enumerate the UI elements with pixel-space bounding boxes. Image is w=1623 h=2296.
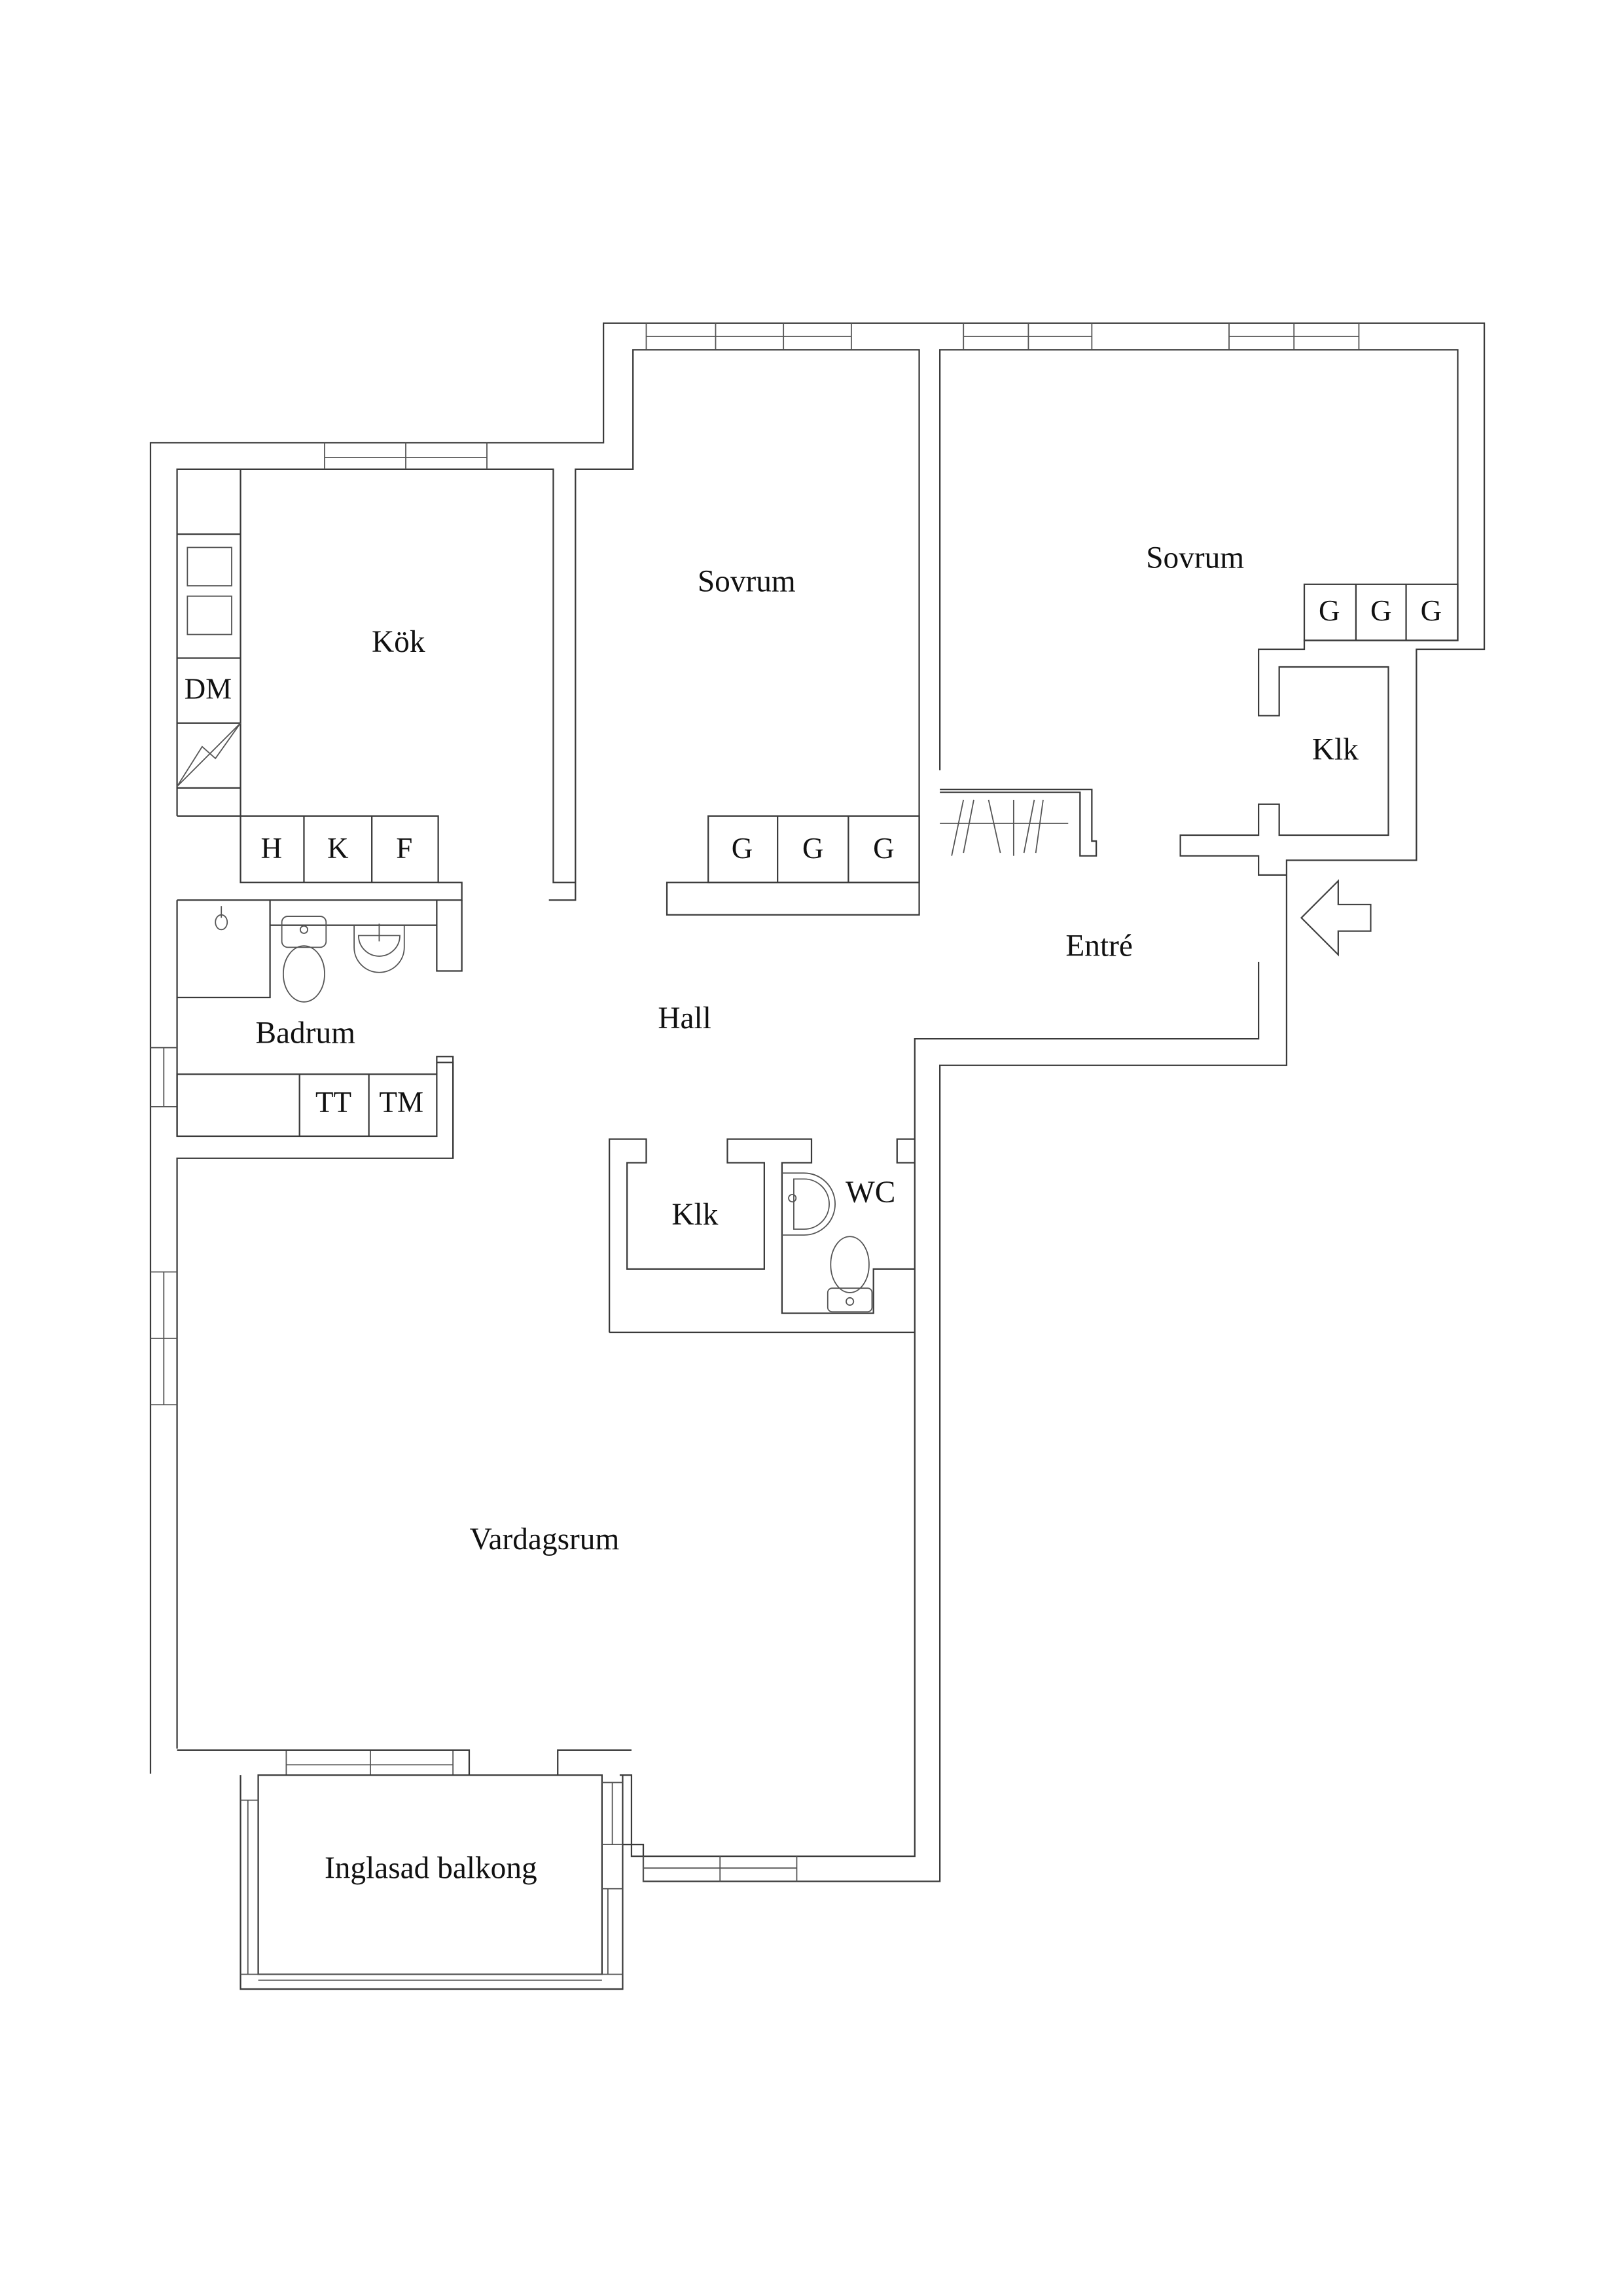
kitchen-fixtures <box>176 469 463 972</box>
room-label-klk-hall: Klk <box>671 1198 718 1232</box>
room-label-badrum: Badrum <box>255 1016 355 1050</box>
toilet-icon <box>281 916 327 1003</box>
room-label-sovrum-2: Sovrum <box>1146 541 1244 575</box>
room-label-entre: Entré <box>1065 929 1133 963</box>
room-label-kok: Kök <box>372 625 425 659</box>
fixture-kitchen-f: F <box>396 832 412 865</box>
shower-icon <box>177 900 271 999</box>
room-label-vardagsrum: Vardagsrum <box>470 1522 620 1556</box>
fixture-dishwasher: DM <box>185 673 232 706</box>
wardrobe-label: G <box>732 832 753 865</box>
room-label-klk-bedroom: Klk <box>1312 733 1359 767</box>
room-labels: Kök Sovrum Sovrum Klk Entré Hall Badrum … <box>185 541 1442 1886</box>
hall-closet-wc <box>609 1138 915 1333</box>
wardrobe-label: G <box>1319 594 1340 627</box>
wardrobe-label: G <box>873 832 895 865</box>
wardrobe-label: G <box>1421 594 1442 627</box>
wardrobe-label: G <box>802 832 824 865</box>
sink-icon <box>781 1172 836 1236</box>
coat-rack-icon <box>940 799 1069 856</box>
fixture-tumble-dryer: TT <box>315 1086 351 1119</box>
sink-icon <box>353 924 405 973</box>
fixture-kitchen-h: H <box>261 832 283 865</box>
entrance-arrow-icon[interactable] <box>1300 879 1372 957</box>
wardrobes-sovrum-1 <box>707 815 920 884</box>
electric-panel-icon <box>176 723 241 787</box>
fixture-kitchen-k: K <box>327 832 349 865</box>
wardrobe-label: G <box>1370 594 1392 627</box>
balcony <box>240 1774 624 1990</box>
room-label-wc: WC <box>846 1175 895 1210</box>
wardrobes-sovrum-2 <box>1303 583 1459 641</box>
stove-icon <box>187 547 232 636</box>
room-label-sovrum-1: Sovrum <box>698 565 796 599</box>
toilet-icon <box>827 1236 873 1313</box>
room-label-balkong: Inglasad balkong <box>325 1852 537 1886</box>
bathroom-fixtures <box>176 900 454 1158</box>
room-label-hall: Hall <box>658 1001 711 1035</box>
fixture-washing-machine: TM <box>379 1086 423 1119</box>
